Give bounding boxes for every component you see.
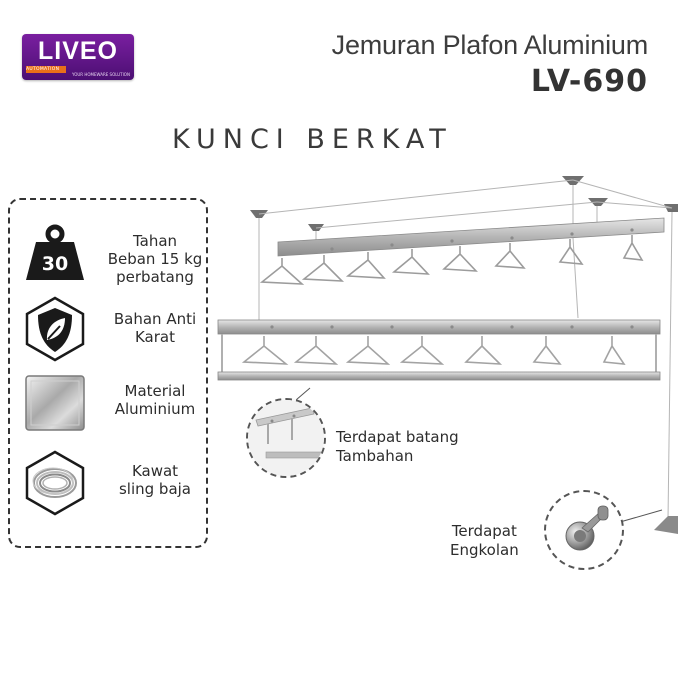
brand-logo: LIVEO AUTOMATION YOUR HOMEWARE SOLUTION — [22, 34, 134, 80]
logo-text: LIVEO — [37, 37, 118, 65]
feature-rust-line-2: Karat — [134, 328, 175, 346]
weight-icon: 30 — [26, 224, 84, 280]
extra-bar-line-2: Tambahan — [336, 447, 414, 465]
shield-leaf-icon — [25, 296, 85, 362]
logo-tag: YOUR HOMEWARE SOLUTION — [72, 72, 130, 77]
feature-rust-label: Bahan Anti Karat — [100, 310, 210, 346]
extra-bar-label: Terdapat batang Tambahan — [336, 428, 459, 466]
crank-line-1: Terdapat — [451, 522, 517, 540]
callout-pointers — [295, 387, 663, 523]
side-drops — [221, 334, 657, 378]
logo-sub: AUTOMATION — [26, 67, 60, 72]
extra-bar-icon — [248, 400, 324, 476]
logo-strip — [26, 66, 66, 73]
weight-value: 30 — [42, 253, 68, 275]
feature-wire-line-1: Kawat — [131, 462, 179, 480]
crank-label: Terdapat Engkolan — [450, 522, 519, 560]
feature-material-label: Material Aluminium — [100, 382, 210, 418]
feature-material-line-2: Aluminium — [114, 400, 196, 418]
extra-bottom-bar — [217, 371, 661, 381]
feature-wire-label: Kawat sling baja — [100, 462, 210, 498]
feature-panel: 30 Tahan Beban 15 kg perbatang Bahan Ant… — [8, 198, 208, 548]
aluminium-sheet-icon — [25, 375, 85, 431]
feature-load-line-1: Tahan — [132, 232, 178, 250]
feature-wire-line-2: sling baja — [118, 480, 192, 498]
crank-handle-icon — [565, 505, 609, 551]
feature-load-line-2: Beban 15 kg — [107, 250, 203, 268]
lower-rack-bar — [217, 319, 661, 335]
extra-bar-callout — [246, 398, 326, 478]
extra-bar-line-1: Terdapat batang — [336, 428, 459, 446]
model-code: LV-690 — [530, 64, 648, 99]
steel-cables — [258, 179, 673, 521]
crank-callout — [544, 490, 624, 570]
feature-rust-line-1: Bahan Anti — [113, 310, 197, 328]
crank-line-2: Engkolan — [450, 541, 519, 559]
upper-rack-bar — [277, 217, 665, 257]
feature-load-label: Tahan Beban 15 kg perbatang — [100, 232, 210, 286]
feature-material-line-1: Material — [124, 382, 186, 400]
lower-hangers — [241, 336, 626, 365]
stand-foot — [654, 516, 678, 534]
upper-hangers — [259, 235, 644, 285]
wire-coil-icon — [25, 450, 85, 516]
feature-load-line-3: perbatang — [116, 268, 194, 286]
drying-rack-illustration — [217, 176, 678, 534]
headline: KUNCI BERKAT — [172, 124, 453, 155]
product-name: Jemuran Plafon Aluminium — [331, 30, 649, 60]
